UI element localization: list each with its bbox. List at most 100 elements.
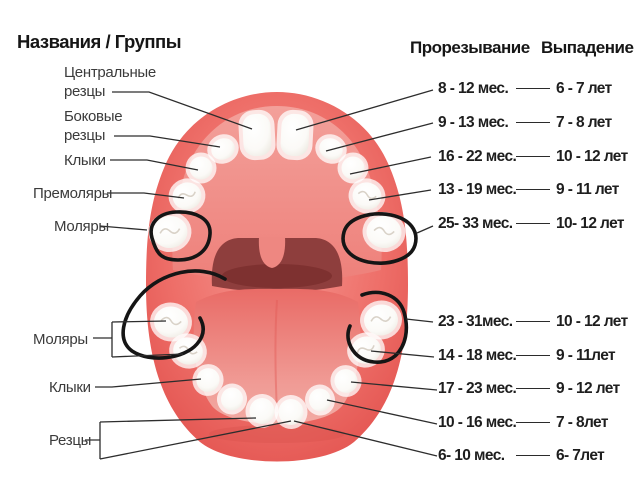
timing-row: 14 - 18 мес. 9 - 11лет bbox=[438, 347, 640, 365]
marker-circle-lower-left-molars bbox=[121, 269, 227, 360]
tooth-lower-canine-right bbox=[330, 365, 362, 397]
label-line: Клыки bbox=[64, 152, 106, 169]
label-incisors-lower: Резцы bbox=[49, 431, 91, 450]
timing-row: 16 - 22 мес. 10 - 12 лет bbox=[438, 148, 640, 166]
loss-value: 6 - 7 лет bbox=[556, 80, 612, 97]
loss-value: 9 - 11лет bbox=[556, 347, 616, 364]
tooth-lower-first-molar-right bbox=[347, 332, 385, 368]
connector-upper-central-left bbox=[112, 91, 253, 130]
eruption-value: 6- 10 мес. bbox=[438, 447, 505, 464]
loss-value: 7 - 8лет bbox=[556, 414, 608, 431]
label-line: Клыки bbox=[49, 379, 91, 396]
uvula bbox=[258, 237, 286, 268]
timing-row: 9 - 13 мес. 7 - 8 лет bbox=[438, 114, 640, 132]
loss-value: 10- 12 лет bbox=[556, 215, 625, 232]
row-dash bbox=[516, 422, 550, 423]
tooth-upper-first-molar-right bbox=[348, 178, 386, 214]
loss-value: 9 - 11 лет bbox=[556, 181, 619, 198]
timing-row: 17 - 23 мес. 9 - 12 лет bbox=[438, 380, 640, 398]
tooth-upper-second-molar-right bbox=[362, 211, 406, 253]
eruption-value: 23 - 31мес. bbox=[438, 313, 513, 330]
loss-value: 7 - 8 лет bbox=[556, 114, 612, 131]
label-line: Премоляры bbox=[33, 185, 113, 202]
tooth-upper-central-right bbox=[276, 109, 314, 161]
connector-lower-incisors-bracket bbox=[85, 417, 292, 460]
label-canines-lower: Клыки bbox=[49, 378, 91, 397]
loss-value: 10 - 12 лет bbox=[556, 148, 628, 165]
connector-lower-canine-left bbox=[95, 378, 202, 388]
tooth-upper-first-molar-left bbox=[168, 178, 206, 214]
connector-lower-molars-bracket bbox=[93, 320, 184, 358]
timing-row: 13 - 19 мес. 9 - 11 лет bbox=[438, 181, 640, 199]
loss-value: 9 - 12 лет bbox=[556, 380, 620, 397]
eruption-value: 16 - 22 мес. bbox=[438, 148, 517, 165]
row-dash bbox=[516, 455, 550, 456]
tooth-upper-lateral-right bbox=[315, 134, 347, 164]
eruption-value: 14 - 18 мес. bbox=[438, 347, 517, 364]
tooth-lower-lateral-right bbox=[304, 384, 336, 416]
tooth-upper-second-molar-left bbox=[148, 211, 192, 253]
connector-row9 bbox=[326, 399, 438, 425]
row-dash bbox=[516, 223, 550, 224]
connector-row6 bbox=[405, 318, 434, 323]
loss-value: 10 - 12 лет bbox=[556, 313, 628, 330]
connector-upper-canine-left bbox=[110, 159, 199, 171]
groups-title: Названия / Группы bbox=[17, 31, 182, 52]
tooth-upper-central-left bbox=[238, 109, 276, 161]
marker-circle-upper-left-molar bbox=[149, 210, 212, 262]
connector-row5 bbox=[416, 225, 434, 234]
timing-row: 8 - 12 мес. 6 - 7 лет bbox=[438, 80, 640, 98]
eruption-value: 13 - 19 мес. bbox=[438, 181, 517, 198]
tooth-upper-canine-right bbox=[337, 152, 369, 184]
row-dash bbox=[516, 388, 550, 389]
row-dash bbox=[516, 189, 550, 190]
label-line: резцы bbox=[64, 127, 106, 144]
connector-row7 bbox=[370, 350, 435, 358]
loss-column-title: Выпадение bbox=[541, 38, 634, 57]
loss-value: 6- 7лет bbox=[556, 447, 605, 464]
marker-circle-lower-right-molar bbox=[346, 290, 409, 364]
row-dash bbox=[516, 355, 550, 356]
connector-upper-molar-left bbox=[99, 225, 148, 231]
row-dash bbox=[516, 156, 550, 157]
marker-circle-upper-right-molar bbox=[341, 212, 418, 265]
label-line: Центральные bbox=[64, 64, 156, 81]
label-line: Боковые bbox=[64, 108, 123, 125]
eruption-column-title: Прорезывание bbox=[410, 38, 530, 57]
label-line: Моляры bbox=[54, 218, 109, 235]
row-dash bbox=[516, 321, 550, 322]
tongue-crease bbox=[274, 299, 278, 413]
timing-row: 23 - 31мес. 10 - 12 лет bbox=[438, 313, 640, 331]
label-molars-upper: Моляры bbox=[54, 217, 109, 236]
label-central-incisors: Центральные резцы bbox=[64, 63, 156, 101]
eruption-value: 25- 33 мес. bbox=[438, 215, 513, 232]
label-line: Резцы bbox=[49, 432, 92, 449]
connector-row4 bbox=[368, 189, 432, 201]
tooth-lower-lateral-left bbox=[216, 383, 248, 415]
tooth-lower-second-molar-left bbox=[150, 302, 192, 342]
tongue-shadow bbox=[209, 425, 345, 443]
connector-upper-lateral-left bbox=[114, 135, 221, 148]
connector-row8 bbox=[350, 381, 438, 391]
label-line: резцы bbox=[64, 83, 106, 100]
connector-row1 bbox=[295, 89, 434, 131]
timing-row: 25- 33 мес. 10- 12 лет bbox=[438, 215, 640, 233]
tooth-lower-central-right bbox=[274, 395, 308, 429]
eruption-value: 8 - 12 мес. bbox=[438, 80, 509, 97]
row-dash bbox=[516, 122, 550, 123]
tooth-upper-lateral-left bbox=[207, 134, 239, 164]
eruption-value: 10 - 16 мес. bbox=[438, 414, 517, 431]
eruption-value: 17 - 23 мес. bbox=[438, 380, 517, 397]
row-dash bbox=[516, 88, 550, 89]
tooth-lower-second-molar-right bbox=[360, 300, 402, 340]
eruption-value: 9 - 13 мес. bbox=[438, 114, 509, 131]
label-canines-upper: Клыки bbox=[64, 151, 106, 170]
connector-upper-premolar-left bbox=[107, 192, 185, 199]
tooth-upper-canine-left bbox=[185, 152, 217, 184]
throat-shadow bbox=[222, 264, 332, 288]
connector-row2 bbox=[325, 122, 434, 152]
label-line: Моляры bbox=[33, 331, 88, 348]
timing-row: 10 - 16 мес. 7 - 8лет bbox=[438, 414, 640, 432]
